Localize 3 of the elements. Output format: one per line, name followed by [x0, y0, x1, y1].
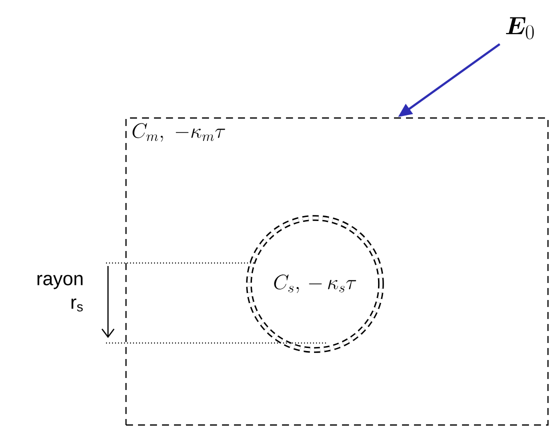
radius-label: rayon	[38, 274, 83, 290]
field-label: $\boldsymbol{E}_{0}$	[506, 17, 534, 40]
radius-label: r$_{s}$	[72, 298, 83, 312]
